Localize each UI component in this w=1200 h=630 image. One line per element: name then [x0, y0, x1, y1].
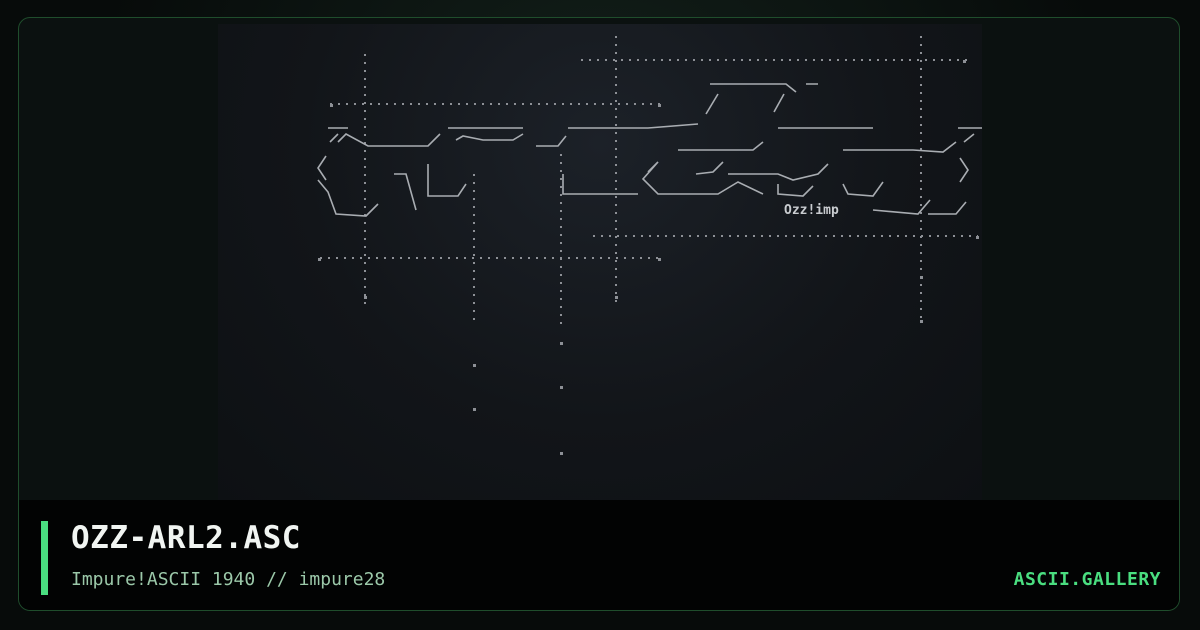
ascii-art-preview: Ozz!imp	[218, 24, 982, 501]
artwork-title: OZZ-ARL2.ASC	[71, 520, 301, 556]
accent-bar	[41, 521, 48, 595]
dotted-guides	[320, 36, 978, 324]
ascii-art-image: Ozz!imp	[317, 36, 982, 455]
scattered-dots	[318, 60, 979, 455]
artwork-signature: Ozz!imp	[784, 203, 839, 218]
preview-card: Ozz!imp OZZ-ARL2.ASC Impure!ASCII 1940 /…	[18, 17, 1180, 611]
site-brand: ASCII.GALLERY	[1013, 569, 1161, 590]
card-footer: OZZ-ARL2.ASC Impure!ASCII 1940 // impure…	[19, 500, 1179, 610]
artwork-subtitle: Impure!ASCII 1940 // impure28	[71, 569, 386, 590]
ascii-lettering	[317, 83, 982, 217]
